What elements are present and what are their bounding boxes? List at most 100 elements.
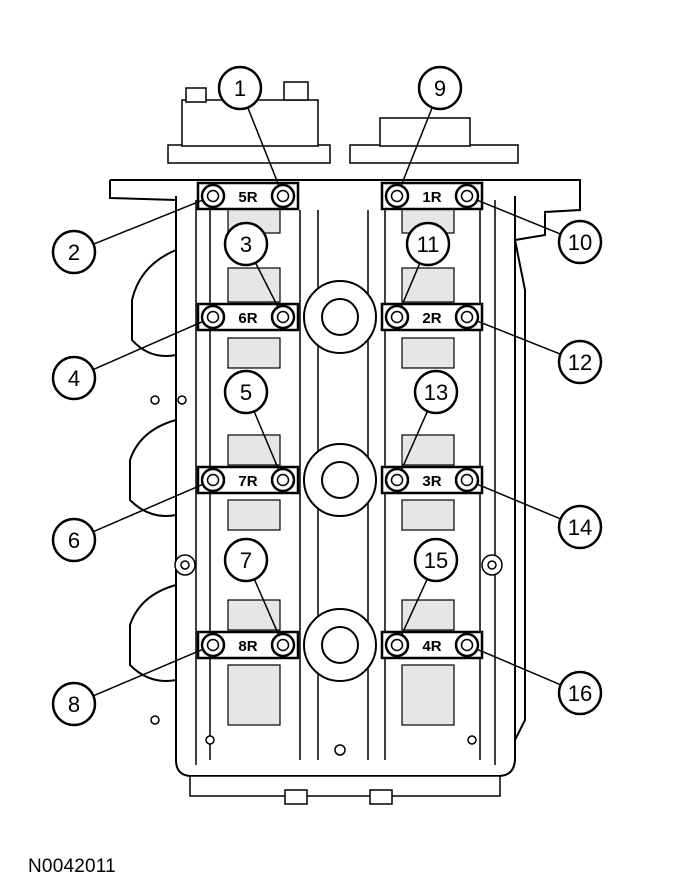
callout-circle xyxy=(413,537,459,583)
callout-number: 2 xyxy=(68,240,80,265)
callout-number: 14 xyxy=(568,515,592,540)
bearing-cap-5R: 5R xyxy=(196,181,300,211)
callout-2: 2 xyxy=(51,229,97,275)
callout-number: 1 xyxy=(234,76,246,101)
cap-bolt xyxy=(270,304,296,330)
callout-number: 3 xyxy=(240,232,252,257)
callout-5: 5 xyxy=(223,369,269,415)
callout-circle xyxy=(413,369,459,415)
callout-leaders xyxy=(92,107,561,697)
callout-circle xyxy=(557,504,603,550)
callout-number: 15 xyxy=(424,548,448,573)
cap-bolt xyxy=(200,183,226,209)
callout-13: 13 xyxy=(413,369,459,415)
bearing-cap-7R: 7R xyxy=(196,465,300,495)
callout-circle xyxy=(557,670,603,716)
callout-circle xyxy=(223,221,269,267)
bolt-socket xyxy=(206,473,220,487)
callout-circle xyxy=(51,681,97,727)
callout-circle xyxy=(51,229,97,275)
bolt-socket xyxy=(460,310,474,324)
leader-line xyxy=(253,578,280,637)
cap-bolt xyxy=(200,632,226,658)
leader-line xyxy=(93,199,205,245)
leader-line xyxy=(400,263,421,309)
cap-bolt xyxy=(454,304,480,330)
bolt-socket xyxy=(390,638,404,652)
bolt-socket xyxy=(460,189,474,203)
bolt-socket xyxy=(390,310,404,324)
leader-line xyxy=(253,411,280,472)
callout-circle xyxy=(223,369,269,415)
leader-line xyxy=(475,648,561,686)
callout-number: 12 xyxy=(568,350,592,375)
leader-line xyxy=(400,578,428,637)
bearing-cap-3R: 3R xyxy=(380,465,484,495)
callout-number: 6 xyxy=(68,528,80,553)
leader-line xyxy=(92,483,205,533)
bolt-socket xyxy=(390,473,404,487)
cap-bolt xyxy=(270,467,296,493)
callout-number: 7 xyxy=(240,548,252,573)
callout-number: 4 xyxy=(68,366,80,391)
callout-number: 8 xyxy=(68,692,80,717)
callout-12: 12 xyxy=(557,339,603,385)
callout-11: 11 xyxy=(405,221,451,267)
leader-line xyxy=(254,262,280,309)
cap-label: 4R xyxy=(422,638,441,655)
bolt-socket xyxy=(390,189,404,203)
callout-circle xyxy=(223,537,269,583)
callout-6: 6 xyxy=(51,517,97,563)
callout-8: 8 xyxy=(51,681,97,727)
bearing-cap-2R: 2R xyxy=(380,302,484,332)
cap-bolt xyxy=(384,632,410,658)
bearing-cap-8R: 8R xyxy=(196,630,300,660)
bolt-socket xyxy=(206,310,220,324)
callout-number: 5 xyxy=(240,380,252,405)
leader-line xyxy=(247,107,280,187)
callout-15: 15 xyxy=(413,537,459,583)
callout-4: 4 xyxy=(51,355,97,401)
callout-circle xyxy=(51,517,97,563)
callout-circle xyxy=(557,339,603,385)
callout-1: 1 xyxy=(217,65,263,111)
bearing-cap-6R: 6R xyxy=(196,302,300,332)
cap-bolt xyxy=(384,304,410,330)
bearing-caps: 5R 6R 7R 8R 1R 2R 3R 4R xyxy=(196,181,484,660)
cap-bolt xyxy=(454,183,480,209)
callout-number: 10 xyxy=(568,230,592,255)
callout-number: 11 xyxy=(417,232,440,257)
bottom-details xyxy=(189,775,501,805)
bearing-cap-1R: 1R xyxy=(380,181,484,211)
cap-label: 6R xyxy=(238,310,257,327)
leader-line xyxy=(476,320,561,355)
cap-label: 7R xyxy=(238,473,257,490)
callout-10: 10 xyxy=(557,219,603,265)
leader-line xyxy=(92,320,205,371)
cap-bolt xyxy=(454,467,480,493)
callout-circle xyxy=(417,65,463,111)
callout-16: 16 xyxy=(557,670,603,716)
cap-label: 3R xyxy=(422,473,441,490)
bolt-socket xyxy=(460,638,474,652)
callout-7: 7 xyxy=(223,537,269,583)
cap-bolt xyxy=(384,467,410,493)
bolt-socket xyxy=(206,189,220,203)
cap-label: 8R xyxy=(238,638,257,655)
callout-14: 14 xyxy=(557,504,603,550)
cap-label: 1R xyxy=(422,189,441,206)
leader-line xyxy=(93,648,205,697)
bolt-socket xyxy=(276,189,290,203)
callout-circle xyxy=(405,221,451,267)
callout-9: 9 xyxy=(417,65,463,111)
callout-circle xyxy=(51,355,97,401)
callout-number: 16 xyxy=(568,681,592,706)
cap-bolt xyxy=(384,183,410,209)
callout-circle xyxy=(217,65,263,111)
spark-plug-bores xyxy=(303,280,377,682)
leader-line xyxy=(400,410,429,472)
callout-circle xyxy=(557,219,603,265)
leader-line xyxy=(475,199,561,235)
